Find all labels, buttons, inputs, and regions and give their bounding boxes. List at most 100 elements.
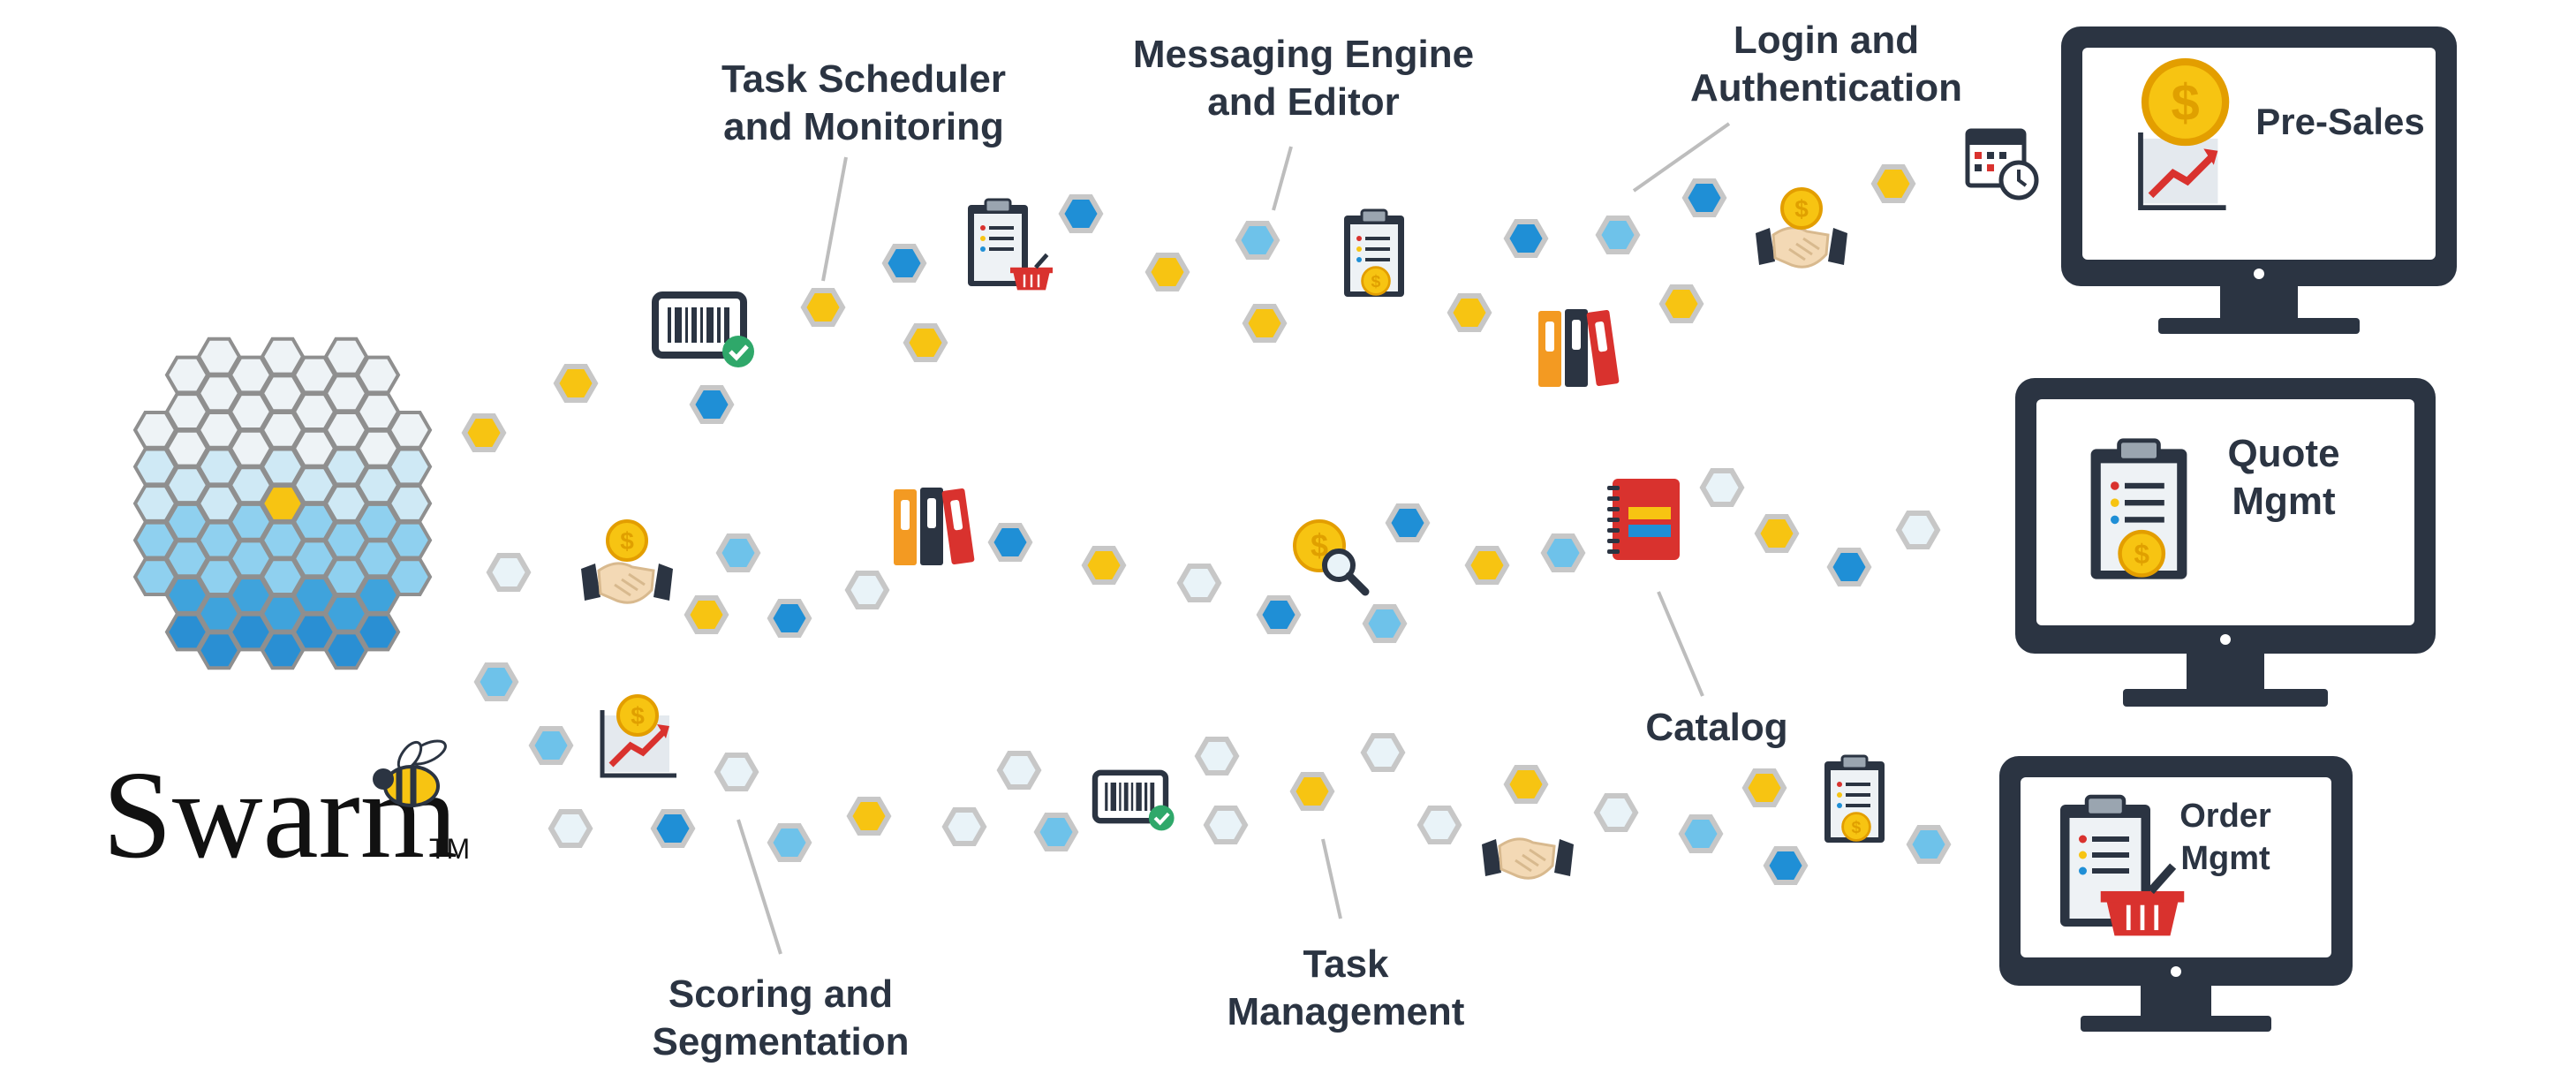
binders-icon (1538, 309, 1620, 387)
path-hexagon (473, 662, 519, 702)
path-hexagon (650, 808, 696, 849)
barcode-check-icon (655, 295, 754, 367)
path-hexagon (1235, 220, 1280, 261)
growth-chart-dollar-icon (602, 694, 676, 776)
path-hexagon (881, 243, 927, 284)
svg-text:Login and: Login and (1734, 19, 1919, 62)
path-hexagon (1033, 812, 1079, 852)
svg-text:Management: Management (1228, 990, 1465, 1033)
honeycomb-cell (387, 410, 433, 450)
svg-text:Messaging Engine: Messaging Engine (1133, 33, 1474, 76)
path-hexagon (1906, 824, 1952, 865)
svg-text:Task: Task (1303, 942, 1389, 986)
clipboard-dollar-icon (1342, 208, 1406, 299)
svg-text:Task Scheduler: Task Scheduler (721, 57, 1006, 101)
path-hexagon (1360, 732, 1406, 773)
path-hexagon (1678, 813, 1724, 854)
feature-label-scoring-segmentation: Scoring and Segmentation (653, 972, 910, 1063)
path-hexagon (1385, 503, 1431, 543)
monitor-label-order: Order (2179, 798, 2271, 835)
feature-label-messaging-engine: Messaging Engine and Editor (1133, 33, 1474, 124)
path-hexagon (715, 533, 761, 573)
path-hexagon (461, 412, 507, 453)
path-hexagon (1256, 594, 1302, 635)
path-hexagon (1540, 533, 1586, 573)
path-hexagon (1058, 193, 1104, 234)
path-hexagon (1681, 178, 1727, 218)
bee-icon (373, 739, 447, 807)
path-hexagon (1144, 252, 1190, 292)
path-hexagon (1658, 284, 1704, 324)
logo-trademark: TM (429, 833, 470, 865)
path-hexagon (486, 552, 532, 593)
connector-lines (737, 122, 1731, 955)
path-hexagon (1870, 163, 1916, 204)
barcode-check-icon (1095, 773, 1175, 831)
path-hexagon (903, 322, 948, 363)
honeycomb-cell (355, 612, 401, 652)
path-hexagon (548, 808, 593, 849)
feature-label-catalog: Catalog (1645, 706, 1787, 749)
path-hexagon (1194, 736, 1240, 776)
honeycomb-cell (387, 447, 433, 487)
path-hexagon (1464, 545, 1510, 586)
honeycomb-cell (387, 557, 433, 597)
path-hexagon (1176, 563, 1222, 603)
monitor-label-mgmt: Mgmt (2232, 480, 2336, 523)
feature-label-task-management: Task Management (1228, 942, 1465, 1033)
path-hexagon (1826, 547, 1872, 587)
svg-text:Segmentation: Segmentation (653, 1020, 910, 1063)
honeycomb-cell (387, 484, 433, 523)
monitor-pre-sales: Pre-Sales (2061, 26, 2457, 334)
swarm-wordmark: Swarm TM (102, 739, 470, 884)
path-hexagon (1741, 768, 1787, 808)
path-hexagon (1595, 215, 1641, 255)
path-hexagon (1203, 805, 1249, 845)
monitor-label-pre-sales: Pre-Sales (2255, 101, 2424, 142)
path-hexagon (1763, 845, 1809, 886)
svg-text:Scoring and: Scoring and (669, 972, 893, 1016)
path-hexagon (528, 725, 574, 766)
path-hexagon (1289, 771, 1335, 812)
path-hexagon (553, 363, 599, 404)
path-hexagon (846, 796, 892, 836)
path-hexagon (1503, 764, 1549, 805)
monitor-quote-mgmt: Quote Mgmt (2015, 378, 2436, 707)
handshake-dollar-icon (1754, 187, 1849, 269)
notebook-icon (1607, 479, 1680, 560)
path-hexagon (1895, 510, 1941, 550)
path-hexagon (1081, 545, 1127, 586)
calendar-clock-icon (1968, 131, 2036, 198)
path-hexagon (1447, 292, 1492, 333)
path-hexagon (767, 598, 812, 639)
path-hexagon (941, 806, 987, 847)
handshake-dollar-icon (579, 519, 675, 604)
svg-text:Authentication: Authentication (1690, 66, 1962, 110)
monitor-order-mgmt: Order Mgmt (1999, 756, 2353, 1032)
svg-text:Catalog: Catalog (1645, 706, 1787, 749)
swarm-honeycomb-logo (132, 337, 433, 670)
path-hexagon (1699, 467, 1745, 508)
path-hexagon (1362, 603, 1408, 644)
path-hexagon (1503, 218, 1549, 259)
path-hexagon (689, 384, 735, 425)
path-hexagon (1416, 805, 1462, 845)
clipboard-icon (1823, 754, 1886, 844)
path-hexagon (684, 594, 729, 635)
clipboard-dollar-icon (2091, 441, 2187, 579)
path-hexagon (1593, 792, 1639, 833)
svg-text:and Editor: and Editor (1207, 80, 1400, 124)
svg-text:and Monitoring: and Monitoring (723, 105, 1004, 148)
path-hexagon (800, 287, 846, 328)
magnifier-dollar-icon (1295, 521, 1365, 592)
feature-label-login-auth: Login and Authentication (1690, 19, 1962, 110)
monitor-label-quote: Quote (2227, 432, 2339, 475)
monitor-label-order-mgmt: Mgmt (2180, 840, 2270, 877)
hex-path-nodes (461, 163, 1952, 886)
path-hexagon (1754, 513, 1800, 554)
feature-label-task-scheduler: Task Scheduler and Monitoring (721, 57, 1006, 148)
honeycomb-cell (355, 355, 401, 395)
path-hexagon (996, 750, 1042, 791)
honeycomb-cell (387, 520, 433, 560)
